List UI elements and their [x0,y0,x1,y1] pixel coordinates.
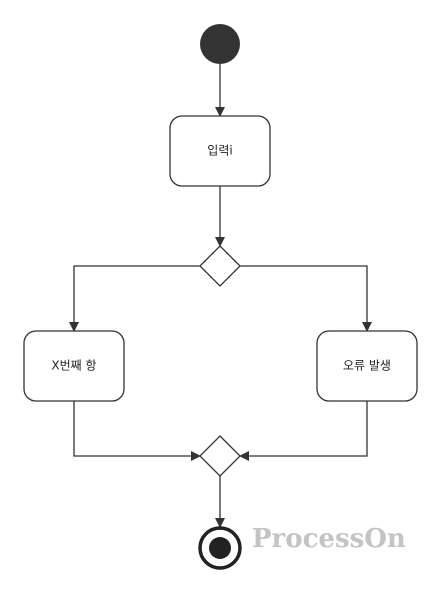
action-term-x: X번째 항 [23,330,125,402]
end-node-dot [209,537,231,559]
action-input: 입력i [169,115,271,187]
start-node [200,24,240,64]
action-term-x-label: X번째 항 [51,359,96,373]
merge-node [199,435,241,477]
edge-term-x-to-merge [73,401,201,461]
edge-error-to-merge [239,401,368,461]
decision-node [199,245,241,287]
edge-decision-to-error [240,265,372,332]
edge-decision-to-term-x [69,265,200,332]
action-error: 오류 발생 [316,330,418,402]
action-input-label: 입력i [207,144,232,158]
action-error-label: 오류 발생 [343,359,391,373]
processon-watermark: ProcessOn [252,524,406,554]
end-node [198,526,242,570]
